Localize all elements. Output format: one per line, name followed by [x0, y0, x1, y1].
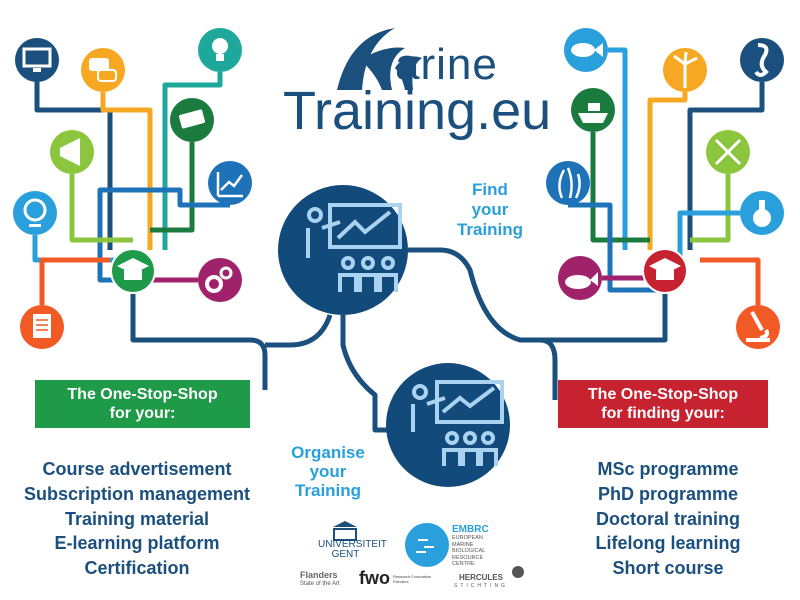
- flanders-name: Flanders: [300, 570, 338, 580]
- logo-wave-icon: [337, 28, 422, 90]
- embrc-sub: EUROPEAN: [452, 535, 483, 541]
- dna-icon: [706, 130, 750, 174]
- lightbulb-icon: [198, 28, 242, 72]
- embrc-logo-icon: [405, 523, 449, 567]
- find-training-circle[interactable]: [278, 185, 408, 315]
- fwo-name: fwo: [359, 568, 390, 588]
- banner-line: for finding your:: [601, 405, 725, 422]
- flanders-logo: Flanders State of the Art: [300, 571, 340, 589]
- organise-training-circle[interactable]: [386, 363, 510, 487]
- list-item: MSc programme: [597, 459, 739, 479]
- list-item: Short course: [612, 558, 724, 579]
- embrc-logo: EMBRC EUROPEAN MARINE BIOLOGICAL RESOURC…: [452, 524, 489, 568]
- monitor-icon: [15, 38, 59, 82]
- one-stop-shop-providers-banner: The One-Stop-Shop for your:: [35, 380, 250, 428]
- growth-chart-icon: [208, 161, 252, 205]
- list-item: Doctoral training: [595, 508, 740, 529]
- list-item: Training material: [64, 508, 210, 529]
- find-label-line: Training: [456, 220, 524, 239]
- list-item: Course advertisement: [42, 459, 232, 479]
- seahorse-icon: [740, 38, 784, 82]
- embrc-sub: CENTRE: [452, 561, 475, 567]
- list-item: Lifelong learning: [595, 533, 741, 554]
- training-types-list: MSc programme PhD programme Doctoral tra…: [538, 457, 798, 581]
- list-item: Certification: [84, 558, 190, 579]
- one-stop-shop-seekers-banner: The One-Stop-Shop for finding your:: [558, 380, 768, 428]
- embrc-sub: MARINE: [452, 541, 474, 548]
- microscope-icon: [736, 305, 780, 349]
- find-your-training-label[interactable]: Find your Training: [440, 180, 540, 240]
- graduation-cap-icon: [642, 248, 688, 294]
- banner-line: for your:: [109, 405, 176, 422]
- logo-text-marine: arine: [395, 40, 498, 89]
- hercules-name: HERCULES: [458, 573, 503, 582]
- megaphone-icon: [50, 130, 94, 174]
- hercules-sub: STICHTING: [454, 583, 508, 589]
- presentation-icon: [411, 380, 504, 466]
- embrc-name: EMBRC: [452, 524, 489, 535]
- gears-icon: [198, 258, 242, 302]
- wind-turbine-icon: [663, 48, 707, 92]
- list-item: PhD programme: [597, 483, 739, 504]
- fwo-sub: Research Foundation Flanders: [393, 573, 432, 584]
- ship-icon: [571, 88, 615, 132]
- ugent-logo: UNIVERSITEIT GENT: [318, 539, 387, 560]
- money-icon: [170, 98, 214, 142]
- ugent-name: UNIVERSITEIT: [318, 539, 387, 550]
- list-item: E-learning platform: [54, 533, 220, 554]
- ugent-logo-icon: [333, 521, 357, 541]
- hercules-logo: HERCULES STICHTING: [454, 574, 508, 590]
- provider-features-list: Course advertisement Subscription manage…: [7, 457, 267, 581]
- fish-icon: [564, 28, 608, 72]
- flask-icon: [740, 191, 784, 235]
- ugent-name: GENT: [331, 549, 360, 560]
- hercules-logo-icon: [512, 566, 524, 578]
- list-item: Subscription management: [23, 483, 251, 504]
- flanders-sub: State of the Art: [300, 581, 340, 587]
- find-label-line: your: [471, 200, 509, 219]
- embrc-sub: RESOURCE: [452, 554, 484, 561]
- embrc-sub: BIOLOGICAL: [452, 548, 486, 554]
- speech-bubbles-icon: [81, 48, 125, 92]
- organise-label-line: Organise: [291, 443, 365, 462]
- graduation-cap-icon: [110, 248, 156, 294]
- organise-label-line: your: [309, 462, 347, 481]
- whale-icon: [558, 256, 602, 300]
- organise-your-training-label[interactable]: Organise your Training: [278, 443, 378, 500]
- find-label-line: Find: [472, 180, 508, 199]
- seaweed-icon: [546, 161, 590, 205]
- organise-label-line: Training: [294, 481, 362, 500]
- banner-line: The One-Stop-Shop: [587, 386, 739, 403]
- logo-text-training: Training.eu: [283, 81, 552, 141]
- banner-line: The One-Stop-Shop: [67, 386, 218, 403]
- presentation-icon: [306, 203, 402, 292]
- globe-icon: [13, 191, 57, 235]
- fwo-logo: fwo Research Foundation Flanders: [359, 568, 433, 589]
- document-icon: [20, 305, 64, 349]
